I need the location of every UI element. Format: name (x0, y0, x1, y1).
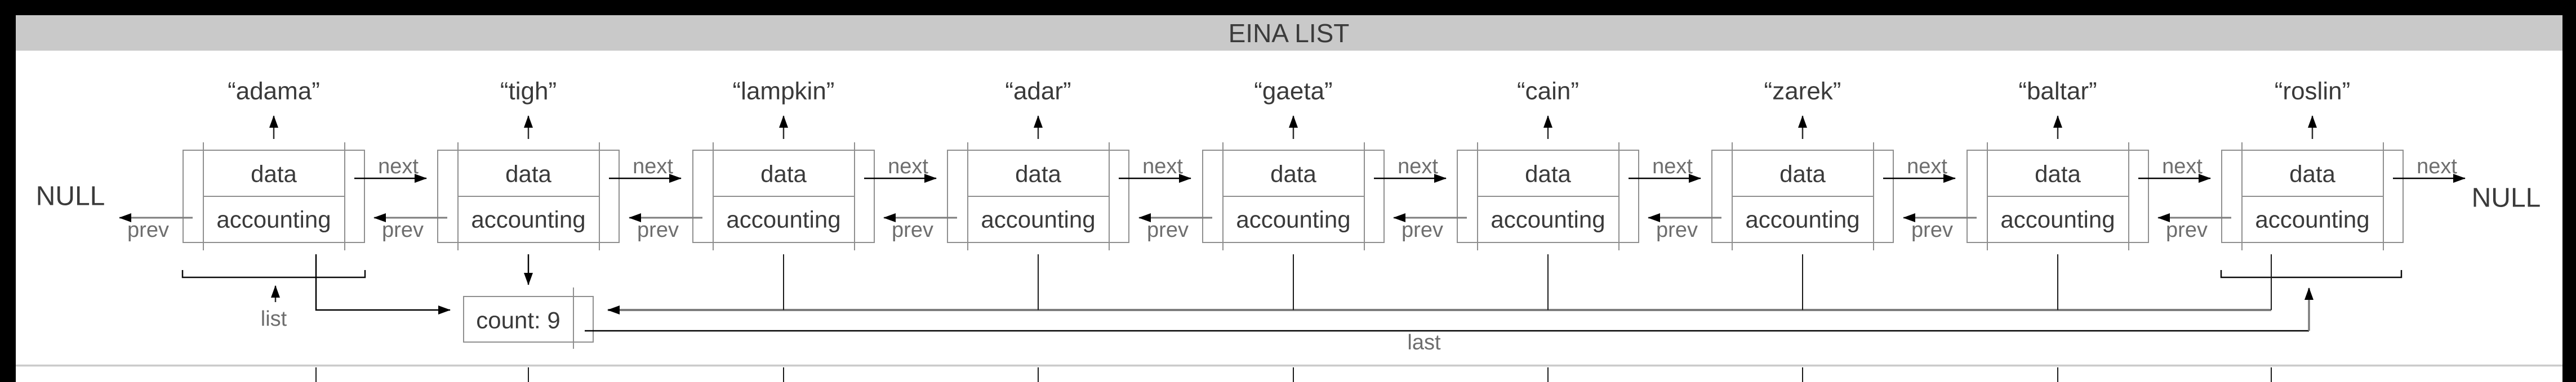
list-node: “tigh” data accounting next prev (373, 78, 682, 250)
node1-accounting-connector (315, 254, 451, 314)
next-pointer-label: next (378, 155, 419, 178)
node-data-cell: data (505, 161, 551, 187)
prev-pointer-label: prev (637, 218, 679, 242)
node-data-cell: data (2289, 161, 2335, 187)
node-outer-box (1457, 150, 1639, 243)
node-accounting-cell: accounting (981, 206, 1095, 233)
node-outer-box (1711, 150, 1894, 243)
node-string-label: “cain” (1517, 78, 1579, 105)
list-node: “lampkin” data accounting next prev (629, 78, 937, 250)
node-data-cell: data (1015, 161, 1061, 187)
prev-pointer-label: prev (2166, 218, 2208, 242)
list-node: “adama” data accounting next prev (119, 78, 427, 250)
bottom-separator-line (16, 365, 2562, 367)
null-label-right: NULL (2472, 183, 2541, 213)
list-node: “gaeta” data accounting next prev (1138, 78, 1447, 250)
node-accounting-cell: accounting (471, 206, 585, 233)
node-outer-box (437, 150, 620, 243)
count-box (463, 296, 594, 343)
node-string-label: “tigh” (500, 78, 557, 105)
prev-pointer-label: prev (127, 218, 169, 242)
node-accounting-cell: accounting (2255, 206, 2369, 233)
node-data-cell: data (760, 161, 807, 187)
list-node: “baltar” data accounting next prev (1903, 78, 2211, 250)
next-pointer-label: next (1652, 155, 1693, 178)
next-pointer-label: next (888, 155, 928, 178)
node-accounting-cell: accounting (216, 206, 331, 233)
node-outer-box (183, 150, 365, 243)
last-node-bracket (2220, 270, 2403, 278)
prev-pointer-label: prev (382, 218, 424, 242)
title-bar (16, 15, 2562, 51)
next-pointer-label: next (633, 155, 673, 178)
top-border (0, 0, 2576, 15)
diagram-title: EINA LIST (1229, 19, 1350, 48)
prev-pointer-label: prev (892, 218, 933, 242)
next-pointer-label: next (2417, 155, 2457, 178)
next-pointer-label: next (2162, 155, 2203, 178)
null-label-left: NULL (36, 182, 105, 212)
list-node: “cain” data accounting next prev (1393, 78, 1701, 250)
prev-pointer-label: prev (1911, 218, 1953, 242)
first-node-bracket (181, 270, 366, 278)
node-string-label: “adama” (228, 78, 320, 105)
right-border (2562, 0, 2576, 382)
node-data-cell: data (1270, 161, 1316, 187)
list-pointer-label: list (261, 307, 287, 331)
node-string-label: “lampkin” (733, 78, 835, 105)
list-node: “zarek” data accounting next prev (1648, 78, 1956, 250)
node-outer-box (1202, 150, 1385, 243)
node-outer-box (1967, 150, 2149, 243)
list-node: “roslin” data accounting next prev (2157, 78, 2466, 250)
node-data-cell: data (1525, 161, 1571, 187)
node-outer-box (947, 150, 1129, 243)
last-pointer-label: last (1407, 331, 1441, 354)
node-accounting-cell: accounting (2000, 206, 2115, 233)
prev-pointer-label: prev (1402, 218, 1443, 242)
node-outer-box (692, 150, 875, 243)
node-string-label: “gaeta” (1254, 78, 1332, 105)
node-string-label: “roslin” (2275, 78, 2350, 105)
node-data-cell: data (251, 161, 297, 187)
node-data-cell: data (2035, 161, 2081, 187)
node-accounting-cell: accounting (726, 206, 840, 233)
prev-pointer-label: prev (1656, 218, 1698, 242)
list-node: “adar” data accounting next prev (883, 78, 1191, 250)
next-pointer-label: next (1907, 155, 1947, 178)
node-string-label: “adar” (1005, 78, 1071, 105)
node-accounting-cell: accounting (1745, 206, 1859, 233)
node-accounting-cell: accounting (1491, 206, 1605, 233)
count-value: count: 9 (476, 307, 560, 334)
node-string-label: “baltar” (2018, 78, 2097, 105)
node-string-label: “zarek” (1764, 78, 1841, 105)
node-outer-box (2221, 150, 2404, 243)
node-accounting-cell: accounting (1236, 206, 1350, 233)
next-pointer-label: next (1398, 155, 1438, 178)
left-border (0, 0, 16, 382)
node-data-cell: data (1779, 161, 1826, 187)
prev-pointer-label: prev (1147, 218, 1189, 242)
next-pointer-label: next (1142, 155, 1183, 178)
